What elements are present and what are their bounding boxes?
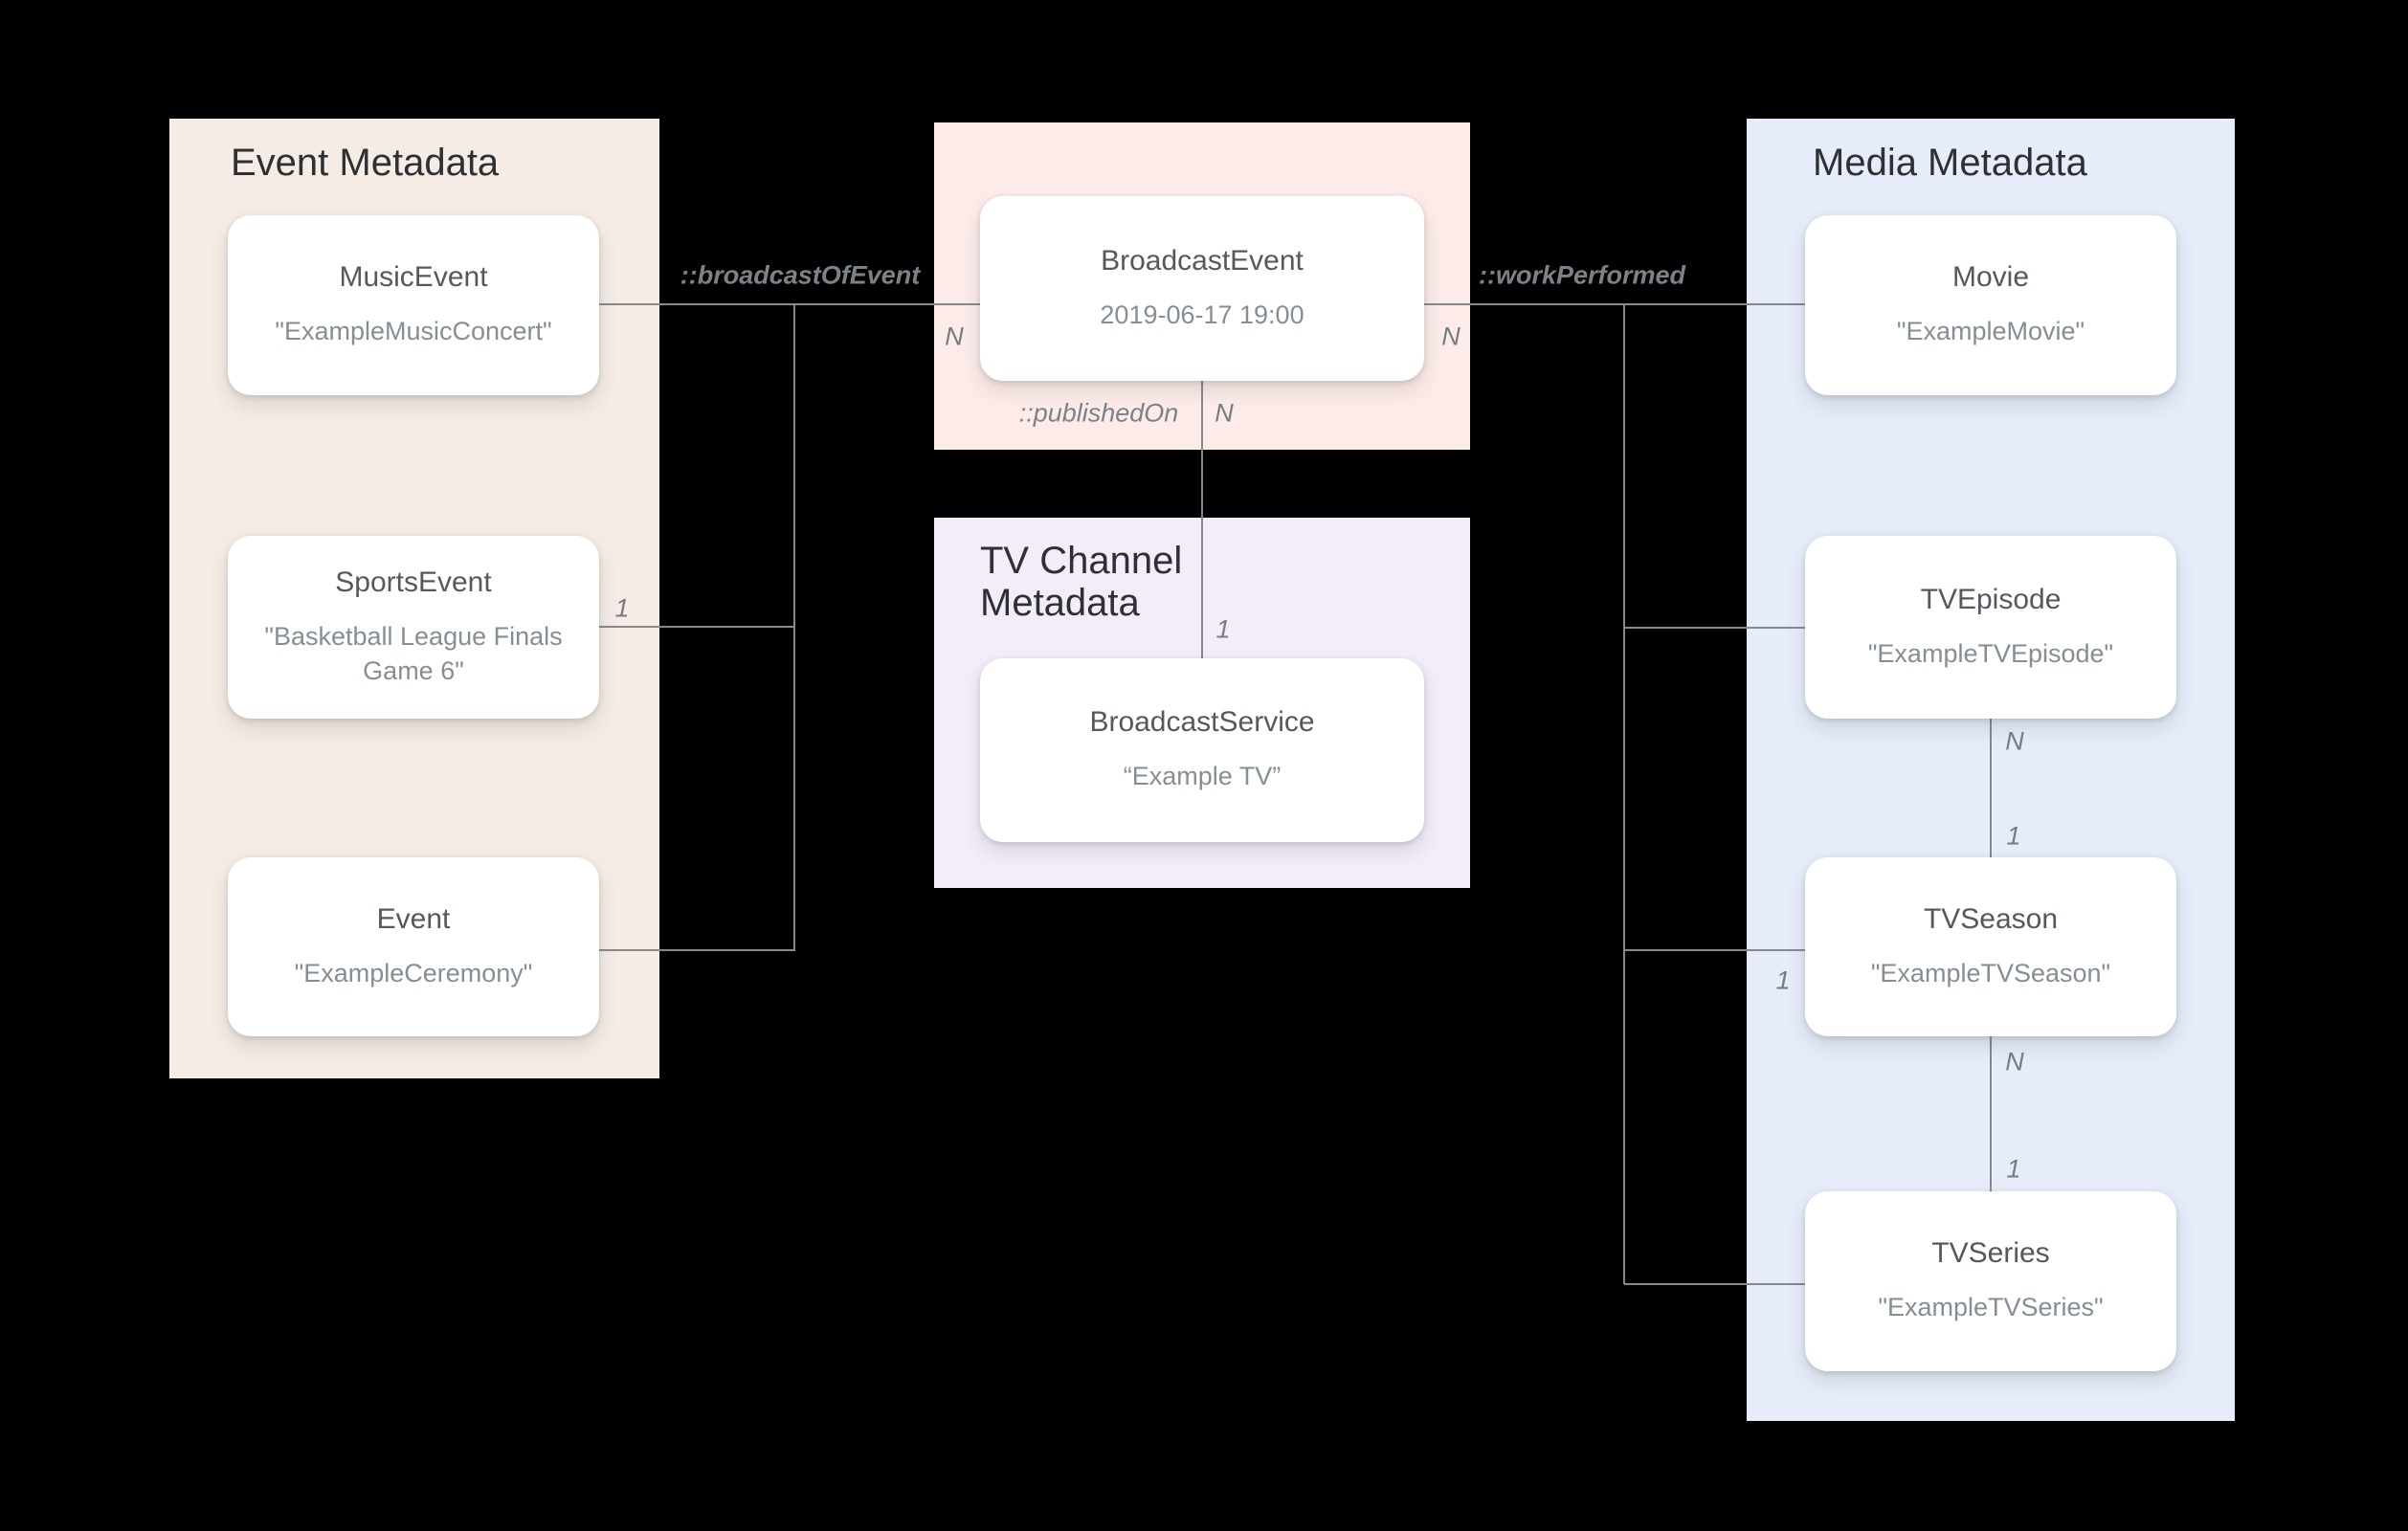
node-title: BroadcastService <box>1089 706 1315 739</box>
node-sports-event: SportsEvent "Basketball League Finals Ga… <box>228 536 599 719</box>
line-tv-episode-branch <box>1624 627 1805 629</box>
line-tv-season-branch <box>1624 949 1805 951</box>
cardinality-broadcast-service-1: 1 <box>1215 614 1231 644</box>
cardinality-sports-event-1: 1 <box>614 593 630 623</box>
cardinality-episode-season-n: N <box>2005 726 2024 756</box>
node-movie: Movie "ExampleMovie" <box>1805 215 2176 395</box>
node-broadcast-service: BroadcastService “Example TV” <box>980 658 1424 842</box>
node-subtitle: "ExampleCeremony" <box>294 958 533 987</box>
node-subtitle: “Example TV” <box>1123 762 1282 791</box>
node-title: Movie <box>1951 261 2030 294</box>
line-episode-to-season <box>1990 719 1992 857</box>
node-broadcast-event: BroadcastEvent 2019-06-17 19:00 <box>980 196 1424 381</box>
cardinality-published-on-n: N <box>1215 398 1234 428</box>
edge-label-broadcast-of-event: ::broadcastOfEvent <box>680 260 921 290</box>
line-right-trunk <box>1623 303 1625 1284</box>
line-tv-series-branch <box>1624 1283 1805 1285</box>
line-event-branch <box>599 949 795 951</box>
line-music-to-broadcast <box>599 303 980 305</box>
tv-channel-metadata-title: TV Channel Metadata <box>980 540 1183 624</box>
node-subtitle: "ExampleMusicConcert" <box>275 317 552 346</box>
cardinality-episode-season-1: 1 <box>2006 821 2021 851</box>
node-title: SportsEvent <box>335 566 492 598</box>
line-published-on <box>1201 381 1203 658</box>
node-music-event: MusicEvent "ExampleMusicConcert" <box>228 215 599 395</box>
node-tv-episode: TVEpisode "ExampleTVEpisode" <box>1805 536 2176 719</box>
node-tv-season: TVSeason "ExampleTVSeason" <box>1805 857 2176 1036</box>
node-title: Event <box>376 902 451 935</box>
cardinality-broadcast-left-n: N <box>945 322 964 351</box>
node-subtitle: "ExampleTVEpisode" <box>1867 638 2114 668</box>
edge-label-published-on: ::publishedOn <box>1018 398 1179 428</box>
node-subtitle: "Basketball League Finals Game 6" <box>264 621 563 685</box>
cardinality-tv-season-left-1: 1 <box>1775 965 1791 995</box>
node-title: TVSeries <box>1931 1237 2050 1270</box>
node-title: TVSeason <box>1923 902 2059 935</box>
node-subtitle: "ExampleTVSeason" <box>1870 958 2111 987</box>
event-metadata-title: Event Metadata <box>231 142 500 184</box>
cardinality-broadcast-right-n: N <box>1441 322 1460 351</box>
node-subtitle: "ExampleMovie" <box>1896 317 2085 346</box>
node-tv-series: TVSeries "ExampleTVSeries" <box>1805 1191 2176 1371</box>
line-broadcast-to-movie <box>1424 303 1805 305</box>
node-title: BroadcastEvent <box>1101 244 1304 277</box>
node-title: TVEpisode <box>1920 583 2062 615</box>
cardinality-season-series-n: N <box>2005 1047 2024 1076</box>
node-event: Event "ExampleCeremony" <box>228 857 599 1036</box>
cardinality-season-series-1: 1 <box>2006 1154 2021 1184</box>
line-sports-branch <box>599 626 795 628</box>
edge-label-work-performed: ::workPerformed <box>1478 260 1686 290</box>
node-subtitle: "ExampleTVSeries" <box>1878 1293 2104 1322</box>
node-subtitle: 2019-06-17 19:00 <box>1100 300 1304 329</box>
node-title: MusicEvent <box>339 261 488 294</box>
line-season-to-series <box>1990 1036 1992 1191</box>
media-metadata-title: Media Metadata <box>1813 142 2087 184</box>
